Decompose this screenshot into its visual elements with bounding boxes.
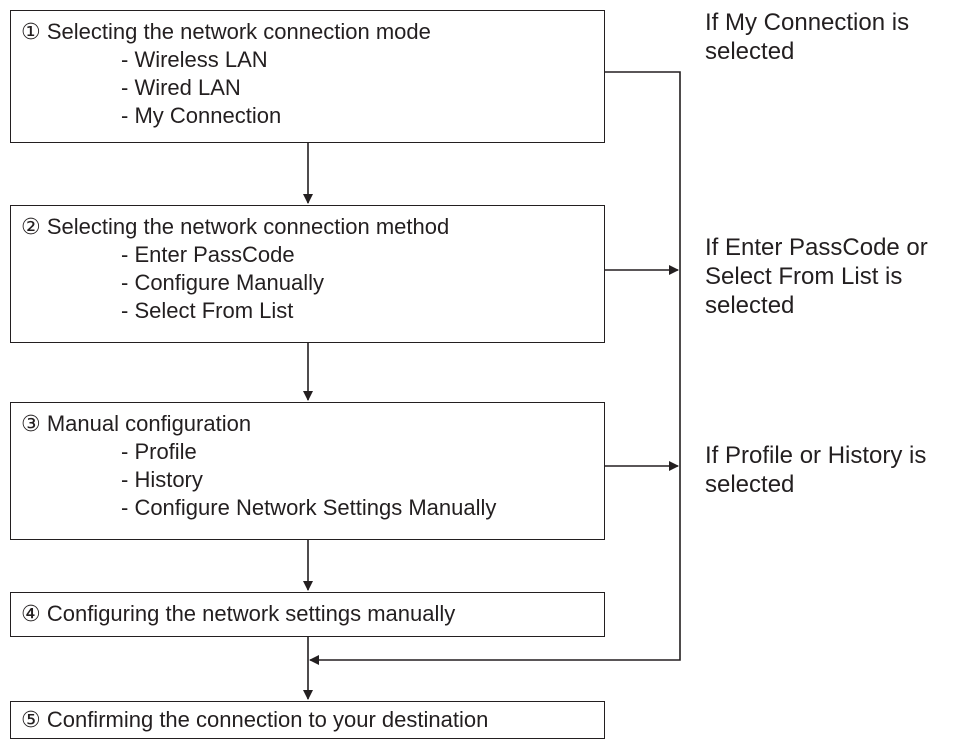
note-my-connection-line-2: selected (705, 38, 795, 65)
step-1-box: ① Selecting the network connection mode … (10, 10, 605, 143)
note-profile-or-history: If Profile or History is selected (705, 441, 926, 499)
note-passcode-or-list: If Enter PassCode or Select From List is… (705, 233, 928, 320)
step-2-option-enter-passcode: - Enter PassCode (121, 242, 295, 267)
note-passcode-or-list-line-1: If Enter PassCode or (705, 234, 928, 261)
step-1-title: ① Selecting the network connection mode (21, 19, 431, 44)
step-4-title: ④ Configuring the network settings manua… (21, 601, 456, 626)
step-5-box: ⑤ Confirming the connection to your dest… (10, 701, 605, 739)
step-3-title: ③ Manual configuration (21, 411, 252, 436)
note-profile-or-history-line-2: selected (705, 471, 795, 498)
step-3-option-profile: - Profile (121, 439, 197, 464)
note-passcode-or-list-line-2: Select From List is (705, 263, 903, 290)
step-2-box: ② Selecting the network connection metho… (10, 205, 605, 343)
step-1-option-wireless-lan: - Wireless LAN (121, 47, 268, 72)
step-1-option-wired-lan: - Wired LAN (121, 75, 241, 100)
note-passcode-or-list-line-3: selected (705, 292, 795, 319)
step-2-title: ② Selecting the network connection metho… (21, 214, 450, 239)
bypass-line-my-connection (309, 71, 681, 665)
step-3-option-configure-network-settings-manually: - Configure Network Settings Manually (121, 495, 497, 520)
step-3-option-history: - History (121, 467, 203, 492)
step-5-title: ⑤ Confirming the connection to your dest… (21, 707, 489, 732)
note-my-connection: If My Connection is selected (705, 8, 909, 66)
step-4-box: ④ Configuring the network settings manua… (10, 592, 605, 637)
note-my-connection-line-1: If My Connection is (705, 9, 910, 36)
note-profile-or-history-line-1: If Profile or History is (705, 442, 927, 469)
step-3-box: ③ Manual configuration - Profile - Histo… (10, 402, 605, 540)
step-1-option-my-connection: - My Connection (121, 103, 282, 128)
step-2-option-select-from-list: - Select From List (121, 298, 294, 323)
step-2-option-configure-manually: - Configure Manually (121, 270, 324, 295)
